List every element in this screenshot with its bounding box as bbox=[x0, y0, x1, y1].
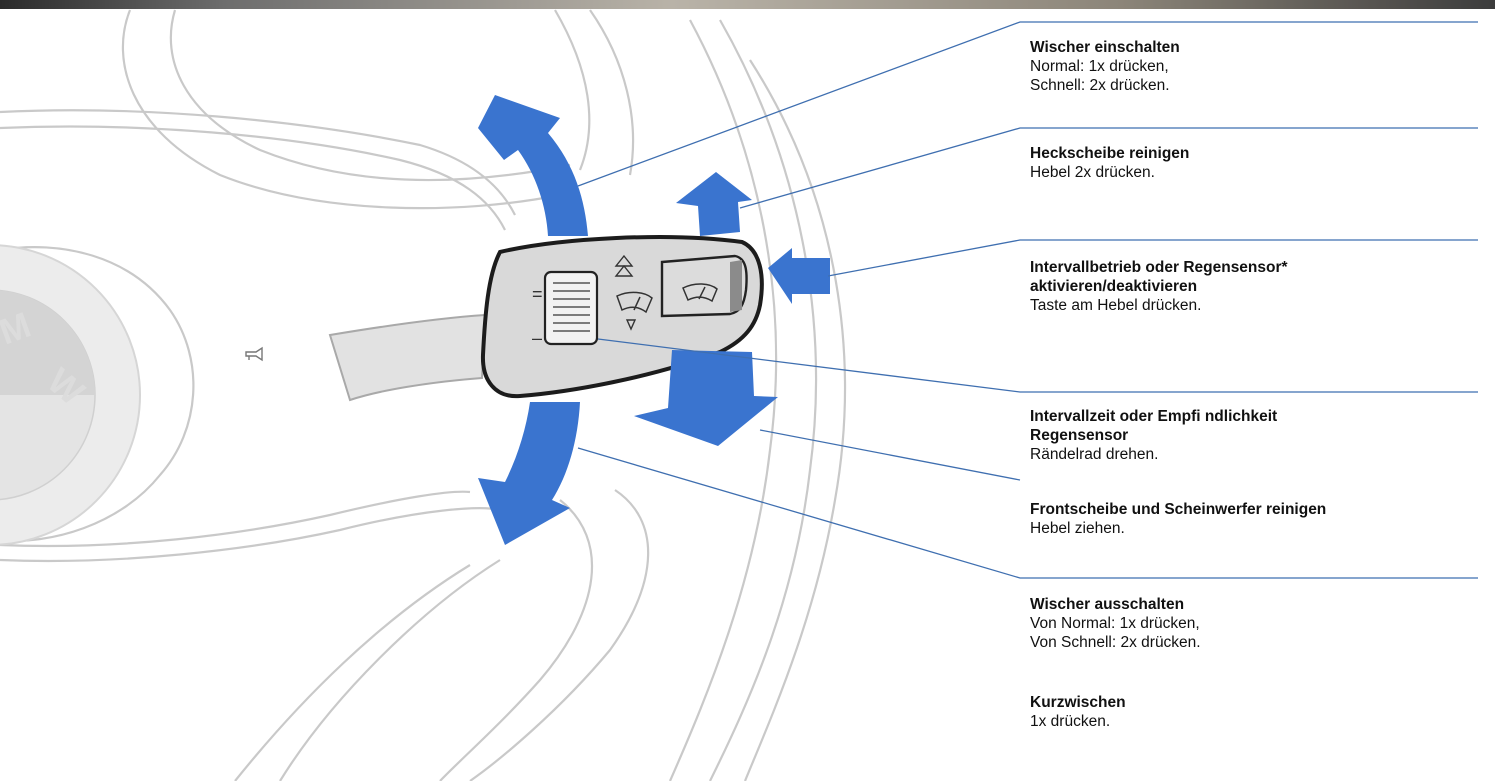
horn-icon bbox=[245, 346, 263, 362]
callout-line: Taste am Hebel drücken. bbox=[1030, 297, 1202, 314]
callout-line: Schnell: 2x drücken. bbox=[1030, 77, 1170, 94]
callout-title: Intervallzeit oder Empfi ndlichkeit bbox=[1030, 408, 1278, 425]
callout-single-wipe: Kurzwischen 1x drücken. bbox=[1030, 693, 1126, 731]
auto-button-arrow bbox=[768, 248, 830, 304]
rear-wash-arrow bbox=[676, 172, 752, 236]
wiper-off-arrow bbox=[478, 402, 580, 545]
wiper-on-arrow bbox=[478, 95, 588, 236]
front-wash-arrow bbox=[634, 350, 778, 446]
faster-symbol: = bbox=[532, 284, 543, 304]
windshield-wiper-icon bbox=[616, 291, 653, 314]
leader-thumbwheel bbox=[597, 338, 1478, 393]
callout-rear-wash: Heckscheibe reinigen Hebel 2x drücken. bbox=[1030, 144, 1189, 182]
callout-front-wash: Frontscheibe und Scheinwerfer reinigen H… bbox=[1030, 500, 1326, 538]
callout-title-line2: aktivieren/deaktivieren bbox=[1030, 278, 1198, 295]
interval-slower-icon bbox=[625, 319, 637, 331]
leader-wiper-on bbox=[577, 21, 1478, 187]
callout-line: Von Schnell: 2x drücken. bbox=[1030, 634, 1201, 651]
leader-auto-button bbox=[827, 239, 1478, 277]
brand-logo: M W bbox=[0, 244, 141, 546]
callout-line: Von Normal: 1x drücken, bbox=[1030, 615, 1200, 632]
interval-faster-icon bbox=[614, 254, 634, 277]
leader-wiper-off bbox=[577, 447, 1478, 579]
leader-lines bbox=[577, 21, 1478, 579]
callout-line: Hebel 2x drücken. bbox=[1030, 164, 1155, 181]
callout-line: Hebel ziehen. bbox=[1030, 520, 1125, 537]
steering-wheel-outline bbox=[0, 9, 847, 781]
callout-auto-button: Intervallbetrieb oder Regensensor* aktiv… bbox=[1030, 258, 1288, 315]
callout-title-line2: Regensensor bbox=[1030, 427, 1129, 444]
callout-title: Wischer ausschalten bbox=[1030, 596, 1185, 613]
callout-wiper-off: Wischer ausschalten Von Normal: 1x drück… bbox=[1030, 595, 1201, 652]
callout-title: Kurzwischen bbox=[1030, 694, 1126, 711]
arrows bbox=[478, 95, 830, 545]
auto-wiper-button bbox=[660, 254, 748, 318]
callout-title: Frontscheibe und Scheinwerfer reinigen bbox=[1030, 501, 1327, 518]
callout-title: Wischer einschalten bbox=[1030, 39, 1180, 56]
leader-front-wash bbox=[759, 429, 1021, 481]
callout-wiper-on: Wischer einschalten Normal: 1x drücken, … bbox=[1030, 38, 1180, 95]
thumbwheel bbox=[543, 270, 599, 346]
auto-wiper-icon bbox=[682, 283, 718, 303]
leader-rear-wash bbox=[739, 127, 1478, 209]
slower-symbol: – bbox=[532, 328, 542, 348]
callout-line: Normal: 1x drücken, bbox=[1030, 58, 1169, 75]
callout-title: Intervallbetrieb oder Regensensor* bbox=[1030, 259, 1288, 276]
top-border bbox=[0, 0, 1495, 9]
callout-thumbwheel: Intervallzeit oder Empfi ndlichkeit Rege… bbox=[1030, 407, 1277, 464]
callout-title: Heckscheibe reinigen bbox=[1030, 145, 1190, 162]
callout-line: 1x drücken. bbox=[1030, 713, 1111, 730]
callout-line: Rändelrad drehen. bbox=[1030, 446, 1159, 463]
